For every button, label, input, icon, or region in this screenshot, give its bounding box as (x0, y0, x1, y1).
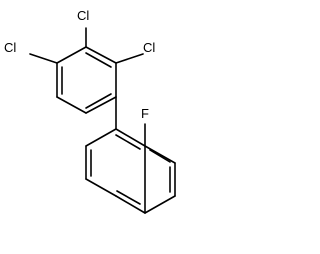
bond-ring1-top-left (56, 46, 87, 64)
atom-label-cl-top: Cl (77, 8, 89, 23)
bond-to-cl-left (29, 53, 58, 64)
bond-nap-c3-c4 (85, 178, 117, 197)
bond-ring1-double-bottom (85, 93, 112, 109)
bond-to-cl-right (115, 53, 144, 64)
structure-diagram: Cl Cl Cl F (4, 8, 176, 214)
atom-label-cl-right: Cl (143, 40, 155, 55)
bond-ring1-bottom-left (56, 96, 87, 114)
bonds (29, 27, 176, 214)
bond-ring1-double-top (85, 52, 112, 68)
bond-ring1-top-right (85, 46, 117, 64)
bond-ring1-bottom-right (85, 96, 117, 114)
bond-nap-left-double-3 (115, 134, 141, 150)
bond-nap-c8a-c8 (144, 145, 176, 164)
bond-nap-c7-c6 (144, 195, 176, 214)
atom-label-cl-left: Cl (4, 40, 16, 55)
atom-label-f: F (141, 106, 149, 121)
bond-nap-left-double-2 (116, 190, 141, 205)
atom-labels: Cl Cl Cl F (4, 8, 155, 121)
bond-nap-c6-c4a (115, 195, 146, 214)
bond-nap-c1-c2 (85, 128, 117, 147)
bond-nap-c1-c8a (115, 128, 146, 147)
bond-nap-right-double-2 (149, 149, 171, 163)
